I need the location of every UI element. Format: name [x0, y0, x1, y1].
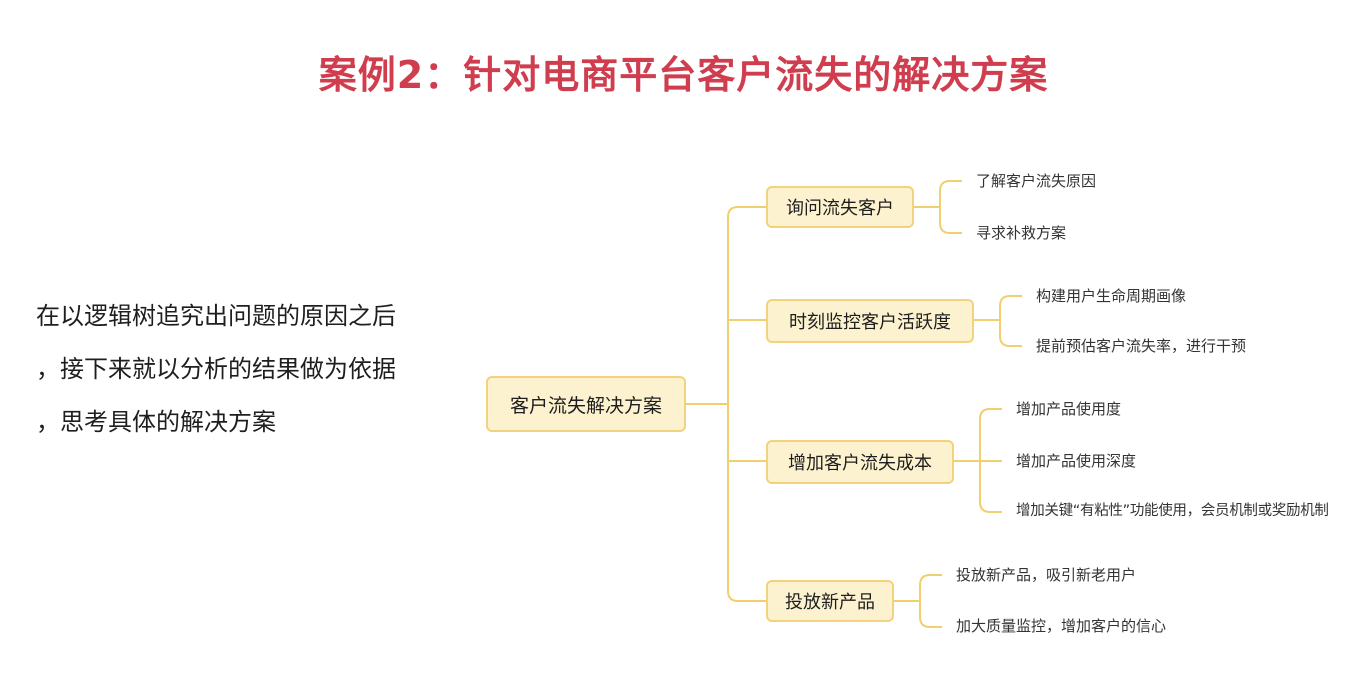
leaf-node: 增加产品使用深度	[1016, 452, 1137, 470]
connector-leaves-3	[954, 408, 1002, 513]
description-line: ，接下来就以分析的结果做为依据	[36, 355, 396, 383]
leaf-node: 增加关键“有粘性”功能使用，会员机制或奖励机制	[1016, 503, 1329, 519]
leaf-node: 加大质量监控，增加客户的信心	[956, 617, 1167, 635]
connector-leaves-4	[894, 574, 942, 628]
connector-trunk	[727, 206, 766, 602]
leaf-node: 寻求补救方案	[976, 224, 1067, 242]
page-title: 案例2：针对电商平台客户流失的解决方案	[318, 53, 1049, 97]
branch-node-3: 增加客户流失成本	[766, 440, 954, 484]
leaf-node: 了解客户流失原因	[976, 172, 1097, 190]
description-text: 在以逻辑树追究出问题的原因之后 ，接下来就以分析的结果做为依据 ，思考具体的解决…	[36, 290, 486, 449]
branch-node-1: 询问流失客户	[766, 186, 914, 228]
leaf-node: 投放新产品，吸引新老用户	[956, 566, 1137, 584]
leaf-node: 提前预估客户流失率，进行干预	[1036, 337, 1247, 355]
description-line: 在以逻辑树追究出问题的原因之后	[36, 302, 396, 330]
connector-leaves-2	[974, 295, 1022, 347]
description-line: ，思考具体的解决方案	[36, 408, 276, 436]
connector-leaves-1	[914, 180, 962, 234]
branch-node-2: 时刻监控客户活跃度	[766, 299, 974, 343]
leaf-node: 增加产品使用度	[1016, 400, 1122, 418]
root-node: 客户流失解决方案	[486, 376, 686, 432]
branch-node-4: 投放新产品	[766, 580, 894, 622]
leaf-node: 构建用户生命周期画像	[1036, 287, 1187, 305]
